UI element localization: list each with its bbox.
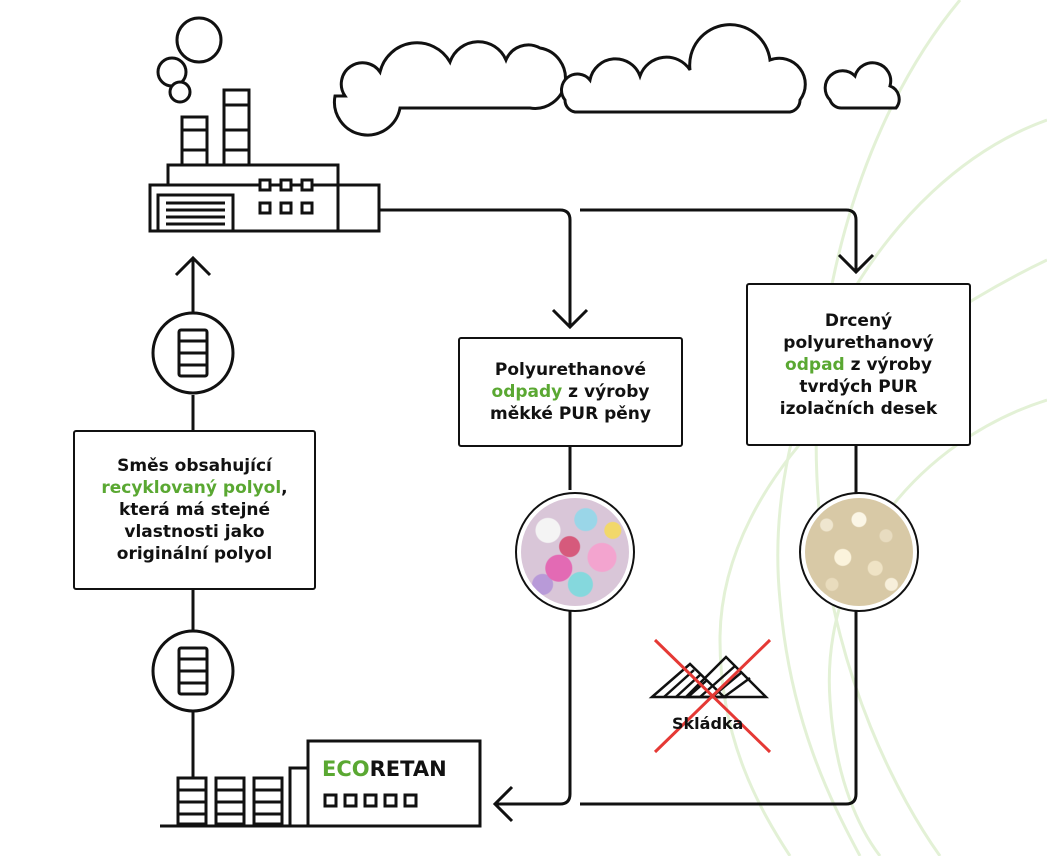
recycled-polyol-line2: recyklovaný polyol, [75,477,314,499]
rigid-foam-line5: izolačních desek [779,398,938,419]
rigid-foam-after: z výroby [844,354,932,375]
recycled-polyol-line3: která má stejné [118,500,271,520]
recycled-polyol-line1: Směs obsahující [117,456,272,476]
soft-foam-line2: odpady z výroby [460,381,681,403]
rigid-foam-line2: polyurethanový [783,332,934,353]
soft-foam-waste-box: Polyurethanové odpady z výroby měkké PUR… [458,337,683,447]
cross-out-icon [653,638,772,754]
foam-photo [515,492,635,612]
recycled-polyol-line4: vlastnosti jako [124,522,265,542]
factory-icon [148,88,381,233]
recycled-polyol-box: Směs obsahující recyklovaný polyol, kter… [73,430,316,590]
barrel-icon [151,311,235,395]
rigid-foam-line3: odpad z výroby [748,354,969,376]
soft-foam-highlight: odpady [491,382,563,402]
soft-foam-line1: Polyurethanové [494,360,647,380]
brand-retan: RETAN [369,757,447,781]
rigid-foam-line1: Drcený [824,310,893,331]
recycled-polyol-line5: originální polyol [116,544,273,564]
soft-foam-after: z výroby [562,382,650,402]
cloud-icon [156,16,901,137]
ecoretan-brand: ECORETAN [322,757,447,781]
landfill-label: Skládka [672,714,744,733]
ecoretan-plant-icon [160,739,482,828]
rigid-foam-line4: tvrdých PUR [799,376,918,397]
soft-foam-line3: měkké PUR pěny [489,404,651,424]
brand-eco: ECO [322,757,370,781]
rigid-foam-highlight: odpad [785,354,845,375]
recycled-polyol-comma: , [281,478,288,498]
flow-lines [174,208,875,823]
rigid-foam-waste-box: Drcený polyurethanový odpad z výroby tvr… [746,283,971,446]
recycled-polyol-highlight: recyklovaný polyol [101,478,282,498]
barrel-icon [151,629,235,713]
crushed-foam-photo [799,492,919,612]
